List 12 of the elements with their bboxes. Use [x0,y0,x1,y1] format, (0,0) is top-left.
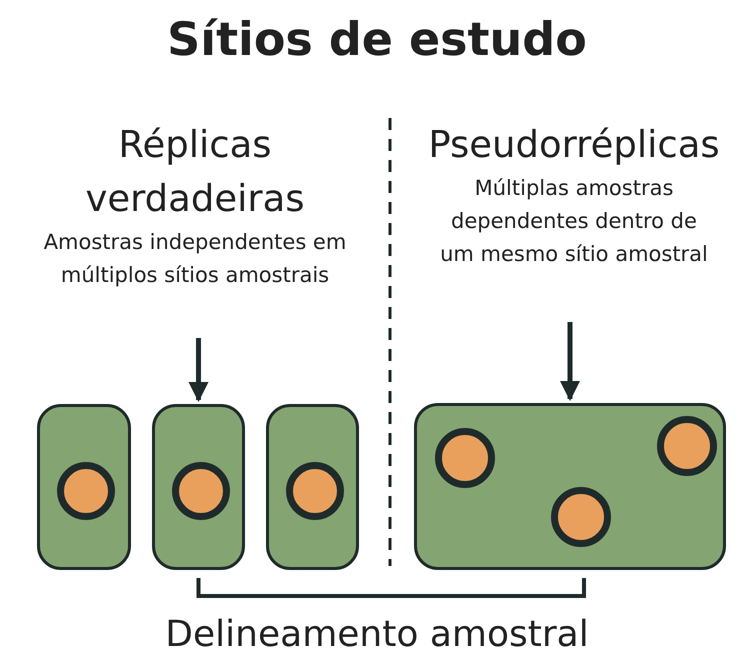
section-heading: Réplicas verdadeiras [84,122,306,222]
site-box [152,404,245,570]
arrow [560,322,580,401]
site-box [266,404,359,570]
section-description: Amostras independentes em múltiplos sítios amostrais [42,229,348,289]
arrow [188,338,208,402]
section-heading: Pseudorréplicas [428,122,720,168]
section-description: Múltiplas amostras dependentes dentro de um mesmo sítio amostral [439,175,709,268]
diagram-title: Sítios de estudo [166,12,588,66]
site-box [414,403,726,570]
bracket-label: Delineamento amostral [164,614,590,655]
site-box [37,404,131,570]
